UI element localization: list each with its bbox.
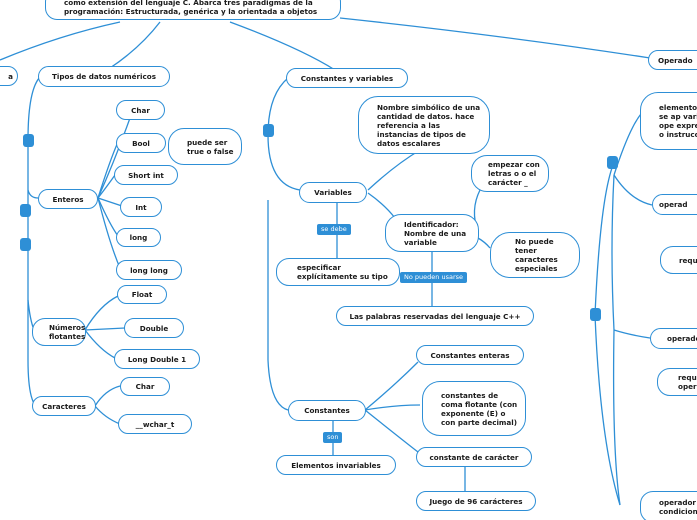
node-long[interactable]: long [116, 228, 161, 247]
node-bool-note[interactable]: puede ser true o false [168, 128, 242, 165]
collapse-handle[interactable] [263, 124, 274, 137]
node-float[interactable]: Float [117, 285, 167, 304]
node-especificar[interactable]: especificar explícitamente su tipo [276, 258, 400, 286]
node-char[interactable]: Char [116, 100, 165, 120]
node-empezar[interactable]: empezar con letras o o el carácter _ [471, 155, 549, 192]
node-nombre-simbolico[interactable]: Nombre simbólico de una cantidad de dato… [358, 96, 490, 154]
link-label-se-debe: se debe [317, 224, 351, 235]
collapse-handle[interactable] [590, 308, 601, 321]
root-text: como extensión del lenguaje C. Abarca tr… [64, 0, 318, 16]
node-numeros-flotantes[interactable]: Números flotantes [32, 318, 86, 346]
node-reque-1[interactable]: requ ope [660, 246, 697, 274]
node-operad-1[interactable]: operad [652, 194, 697, 215]
node-long-long[interactable]: long long [116, 260, 182, 280]
node-coma-flotante[interactable]: constantes de coma flotante (con exponen… [422, 381, 526, 436]
collapse-handle[interactable] [23, 134, 34, 147]
node-enteros[interactable]: Enteros [38, 189, 98, 209]
node-tipos-datos-numericos[interactable]: Tipos de datos numéricos [38, 66, 170, 87]
node-constantes-variables[interactable]: Constantes y variables [286, 68, 408, 88]
collapse-handle[interactable] [20, 238, 31, 251]
node-constantes-enteras[interactable]: Constantes enteras [416, 345, 524, 365]
node-constantes[interactable]: Constantes [288, 400, 366, 421]
node-constante-caracter[interactable]: constante de carácter [416, 447, 532, 467]
node-juego-caracteres[interactable]: Juego de 96 carácteres [416, 491, 536, 511]
node-operad-3[interactable]: operador condicion [640, 491, 697, 520]
node-variables[interactable]: Variables [299, 182, 367, 203]
link-label-no-pueden-usarse: No pueden usarse [400, 272, 468, 283]
node-int[interactable]: Int [120, 197, 162, 217]
node-double[interactable]: Double [124, 318, 184, 338]
node-operad-2[interactable]: operado [650, 328, 697, 349]
node-reque-2[interactable]: requ oper [657, 368, 697, 396]
node-elementos-invariables[interactable]: Elementos invariables [276, 455, 396, 475]
node-identificador[interactable]: Identificador: Nombre de una variable [385, 214, 479, 252]
collapse-handle[interactable] [607, 156, 618, 169]
node-wchar[interactable]: __wchar_t [118, 414, 192, 434]
node-no-puede[interactable]: No puede tener caracteres especiales [490, 232, 580, 278]
node-char-2[interactable]: Char [120, 377, 170, 396]
node-caracteres[interactable]: Caracteres [32, 396, 96, 416]
node-bool[interactable]: Bool [116, 133, 166, 153]
collapse-handle[interactable] [20, 204, 31, 217]
node-left-edge[interactable]: a [0, 66, 18, 86]
node-operadores[interactable]: Operado [648, 50, 697, 70]
node-short-int[interactable]: Short int [114, 165, 178, 185]
root-node[interactable]: como extensión del lenguaje C. Abarca tr… [45, 0, 341, 20]
node-palabras-reservadas[interactable]: Las palabras reservadas del lenguaje C++ [336, 306, 534, 326]
link-label-son: son [323, 432, 343, 443]
node-long-double[interactable]: Long Double 1 [114, 349, 200, 369]
